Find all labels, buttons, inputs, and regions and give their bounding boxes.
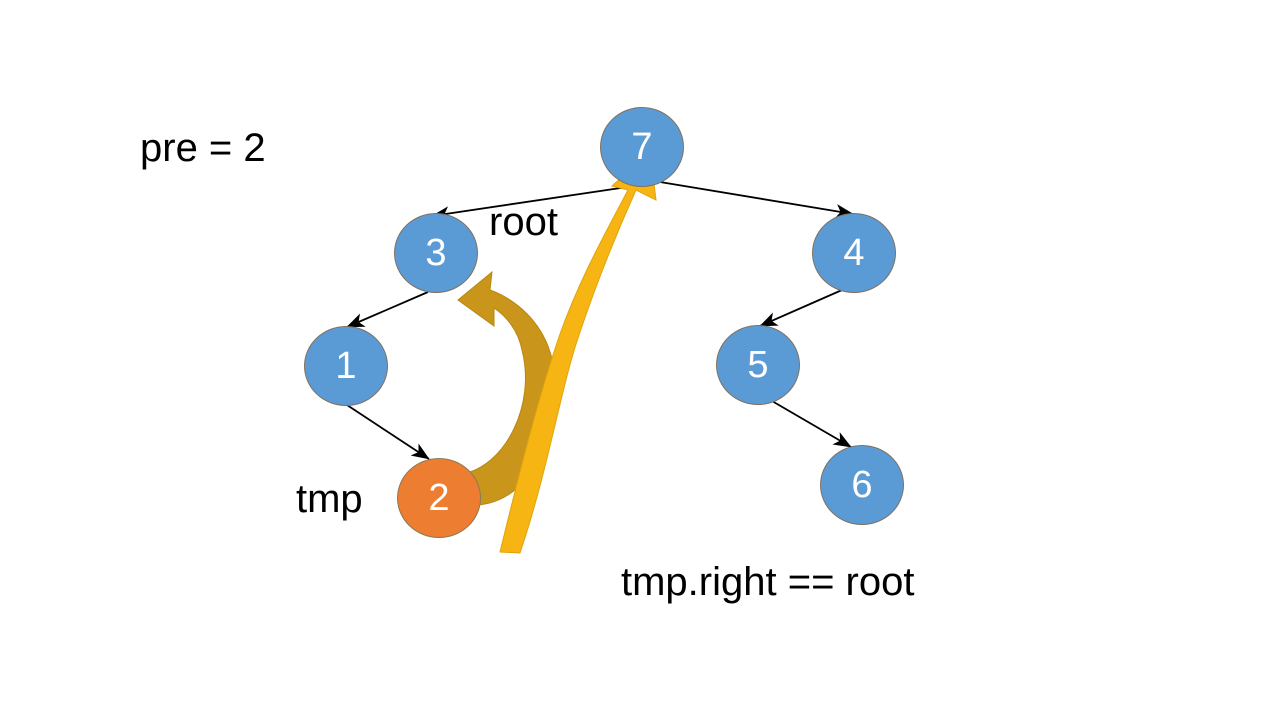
tree-node-2[interactable]: 2	[397, 458, 481, 538]
edge-4-to-5	[759, 289, 843, 327]
tree-node-1[interactable]: 1	[304, 326, 388, 406]
tree-node-7[interactable]: 7	[600, 107, 684, 187]
root-pointer-label: root	[489, 200, 558, 244]
tree-node-1-label: 1	[335, 345, 357, 387]
tree-node-7-label: 7	[631, 126, 653, 168]
edge-1-to-2	[346, 404, 430, 460]
tree-node-2-label: 2	[428, 477, 450, 519]
tree-node-4-label: 4	[843, 232, 865, 274]
tree-node-5-label: 5	[747, 344, 769, 386]
tree-node-4[interactable]: 4	[812, 213, 896, 293]
tmp-pointer-label: tmp	[296, 477, 363, 521]
edge-7-to-4	[659, 181, 854, 219]
tree-node-6-label: 6	[851, 464, 873, 506]
tree-node-3[interactable]: 3	[394, 213, 478, 293]
edge-3-to-1	[346, 291, 429, 328]
pre-value-label: pre = 2	[140, 126, 266, 170]
edge-5-to-6	[771, 400, 852, 448]
edge-7-to-3	[431, 185, 635, 221]
tree-node-6[interactable]: 6	[820, 445, 904, 525]
highlight-arrow-tmp-to-root	[499, 150, 657, 554]
tree-node-3-label: 3	[425, 232, 447, 274]
condition-label: tmp.right == root	[621, 560, 915, 604]
tree-node-5[interactable]: 5	[716, 325, 800, 405]
